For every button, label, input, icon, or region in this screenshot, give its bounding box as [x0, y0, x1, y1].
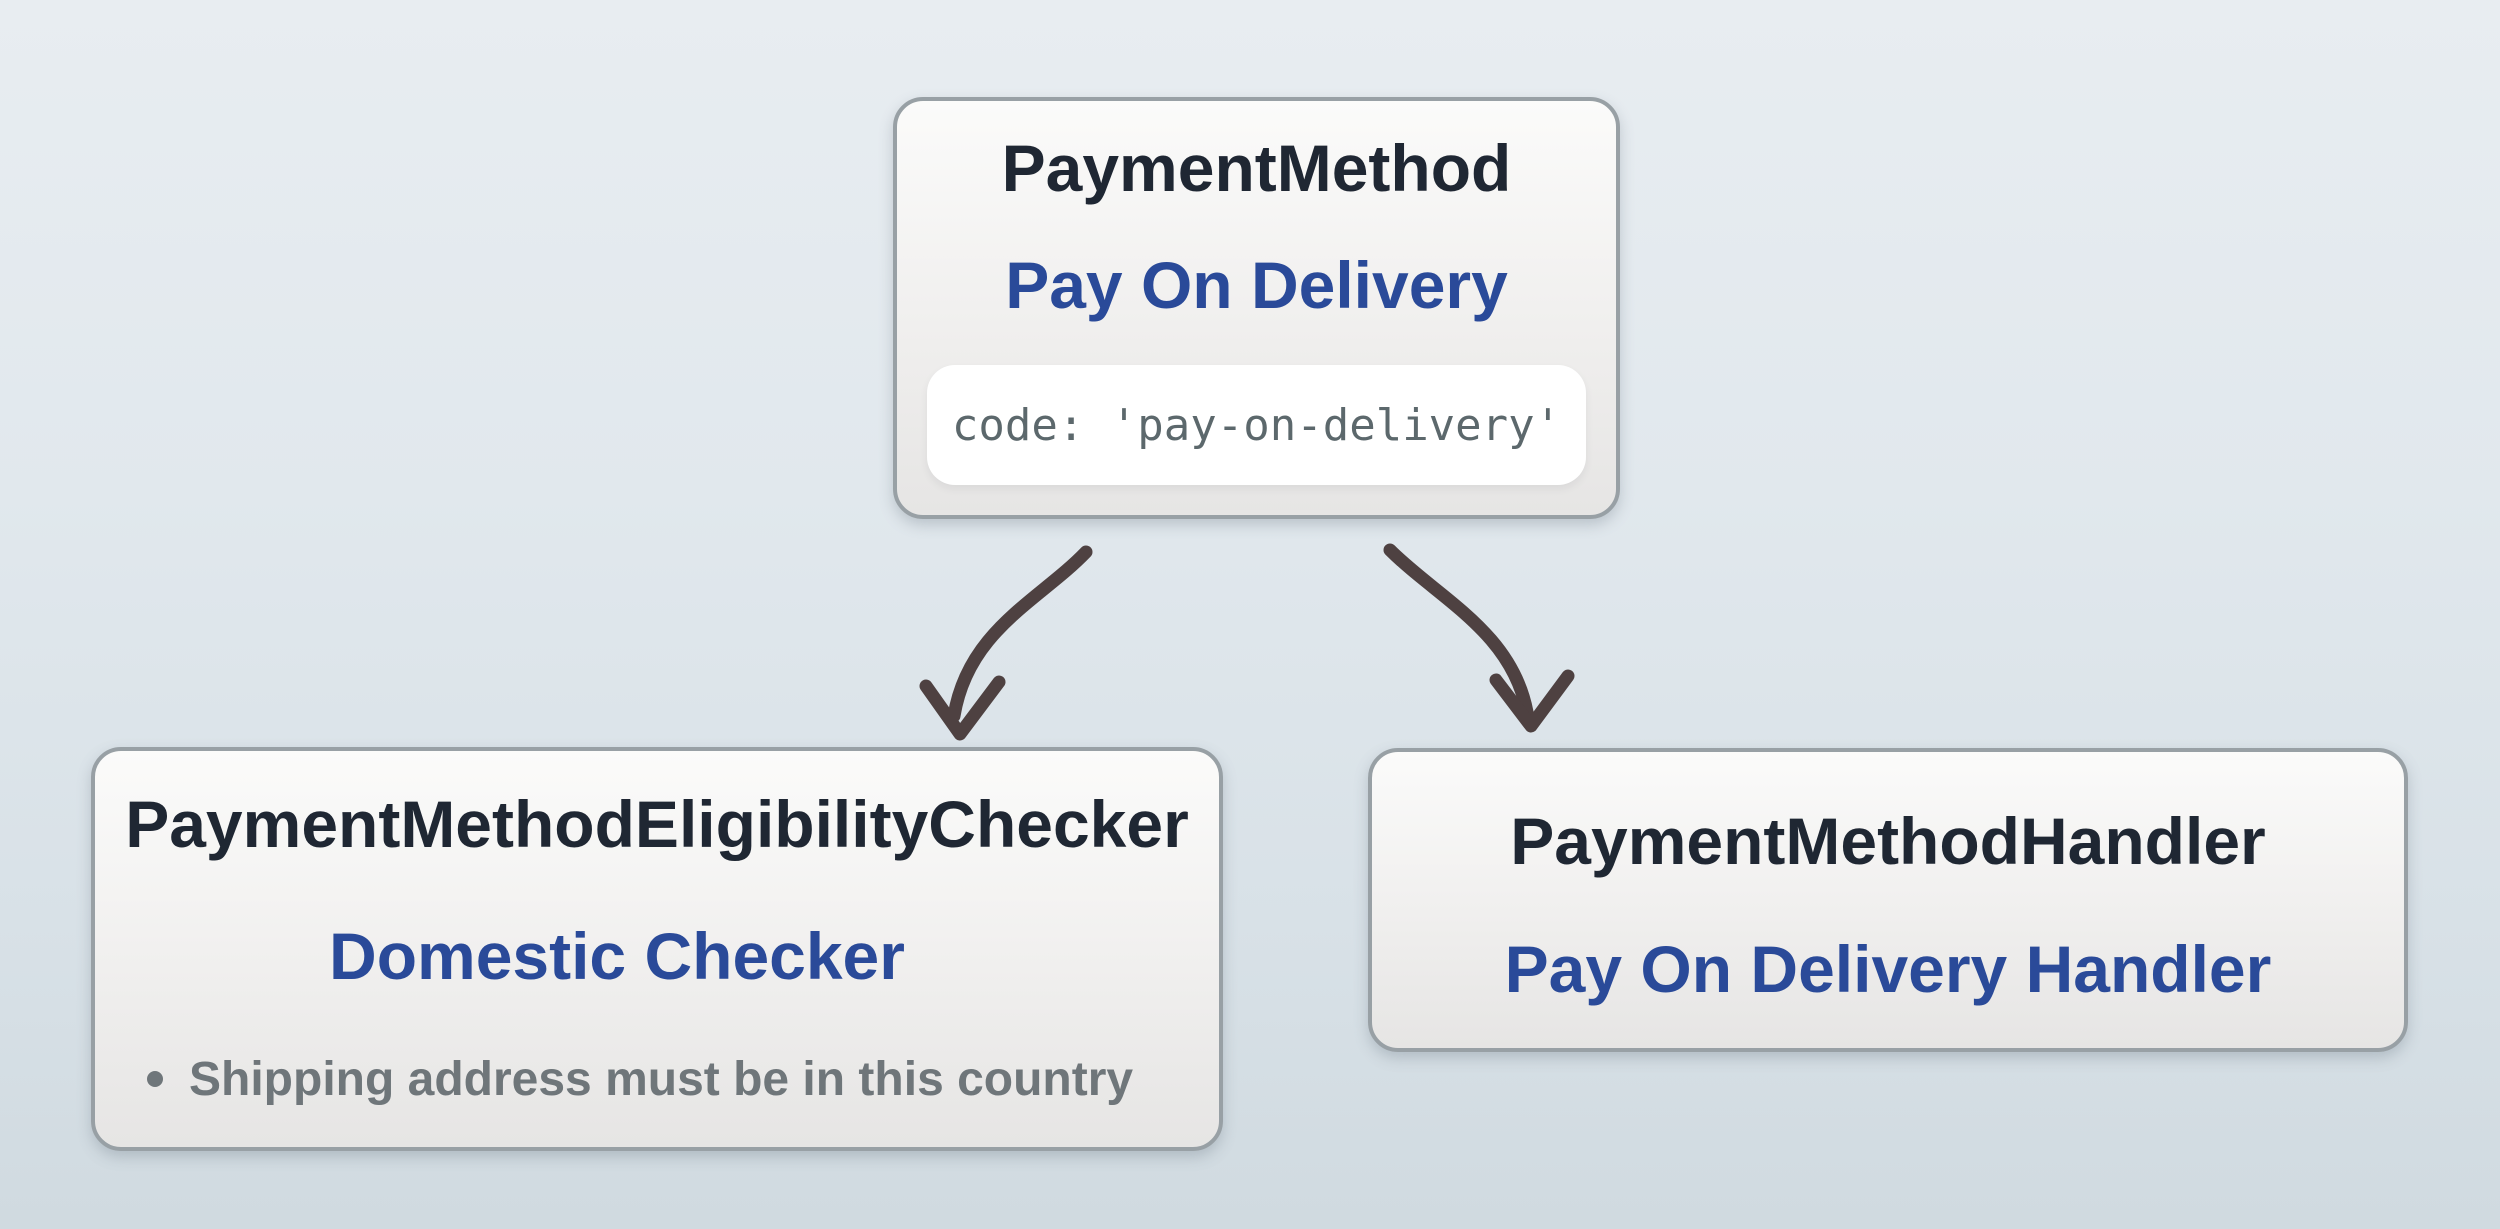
bullet-dot-icon [147, 1071, 163, 1088]
node-eligibility-checker: PaymentMethodEligibilityChecker Domestic… [91, 747, 1223, 1151]
payment-method-subtitle: Pay On Delivery [1005, 248, 1508, 322]
arrowhead-left-icon [919, 675, 1006, 741]
handler-title: PaymentMethodHandler [1510, 804, 2266, 878]
arrow-to-eligibility-checker [919, 545, 1093, 741]
node-payment-method: PaymentMethod Pay On Delivery code: 'pay… [893, 97, 1620, 519]
eligibility-checker-title: PaymentMethodEligibilityChecker [125, 787, 1189, 861]
payment-method-code-chip: code: 'pay-on-delivery' [927, 365, 1586, 485]
arrowhead-right-icon [1489, 669, 1575, 733]
eligibility-rule-text: Shipping address must be in this country [189, 1052, 1134, 1106]
node-handler: PaymentMethodHandler Pay On Delivery Han… [1368, 748, 2408, 1052]
payment-method-code: code: 'pay-on-delivery' [951, 399, 1562, 451]
eligibility-checker-subtitle: Domestic Checker [329, 919, 905, 994]
arrow-to-handler [1383, 543, 1575, 733]
payment-method-title: PaymentMethod [1001, 131, 1512, 205]
handler-subtitle: Pay On Delivery Handler [1504, 932, 2272, 1007]
eligibility-rule-item: Shipping address must be in this country [147, 1052, 1133, 1107]
